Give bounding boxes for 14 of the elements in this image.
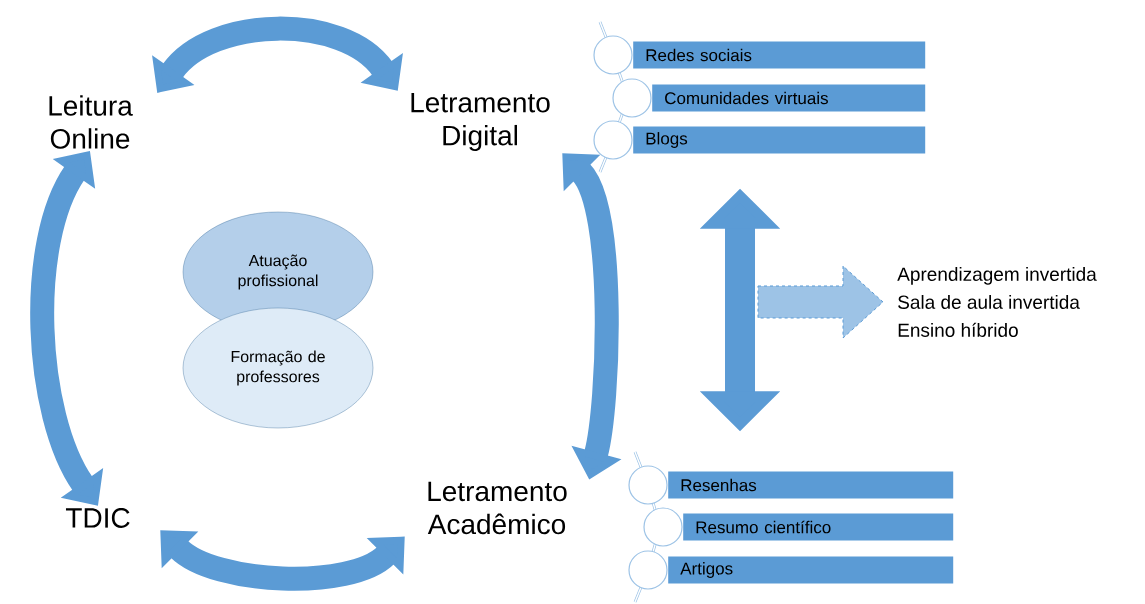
list-bar: Artigos [668, 556, 954, 584]
concept-label: Leitura Online [49, 95, 133, 149]
text-list: Aprendizagem invertida Sala de aula invertida Ensino híbrido [897, 267, 1097, 337]
concept-label: TDIC [66, 508, 130, 528]
concept-label: Letramento Digital [411, 92, 550, 151]
block-arrow [757, 265, 884, 339]
list-bar: Comunidades virtuais [652, 84, 926, 112]
list-bar: Resenhas [668, 471, 954, 499]
list-bar: Resumo científico [683, 513, 954, 541]
list-bar: Redes sociais [633, 41, 926, 69]
curved-arrow [30, 151, 104, 506]
list-bar: Blogs [633, 126, 926, 154]
concept-label: Letramento Acadêmico [427, 481, 567, 535]
curved-arrow [160, 530, 405, 591]
